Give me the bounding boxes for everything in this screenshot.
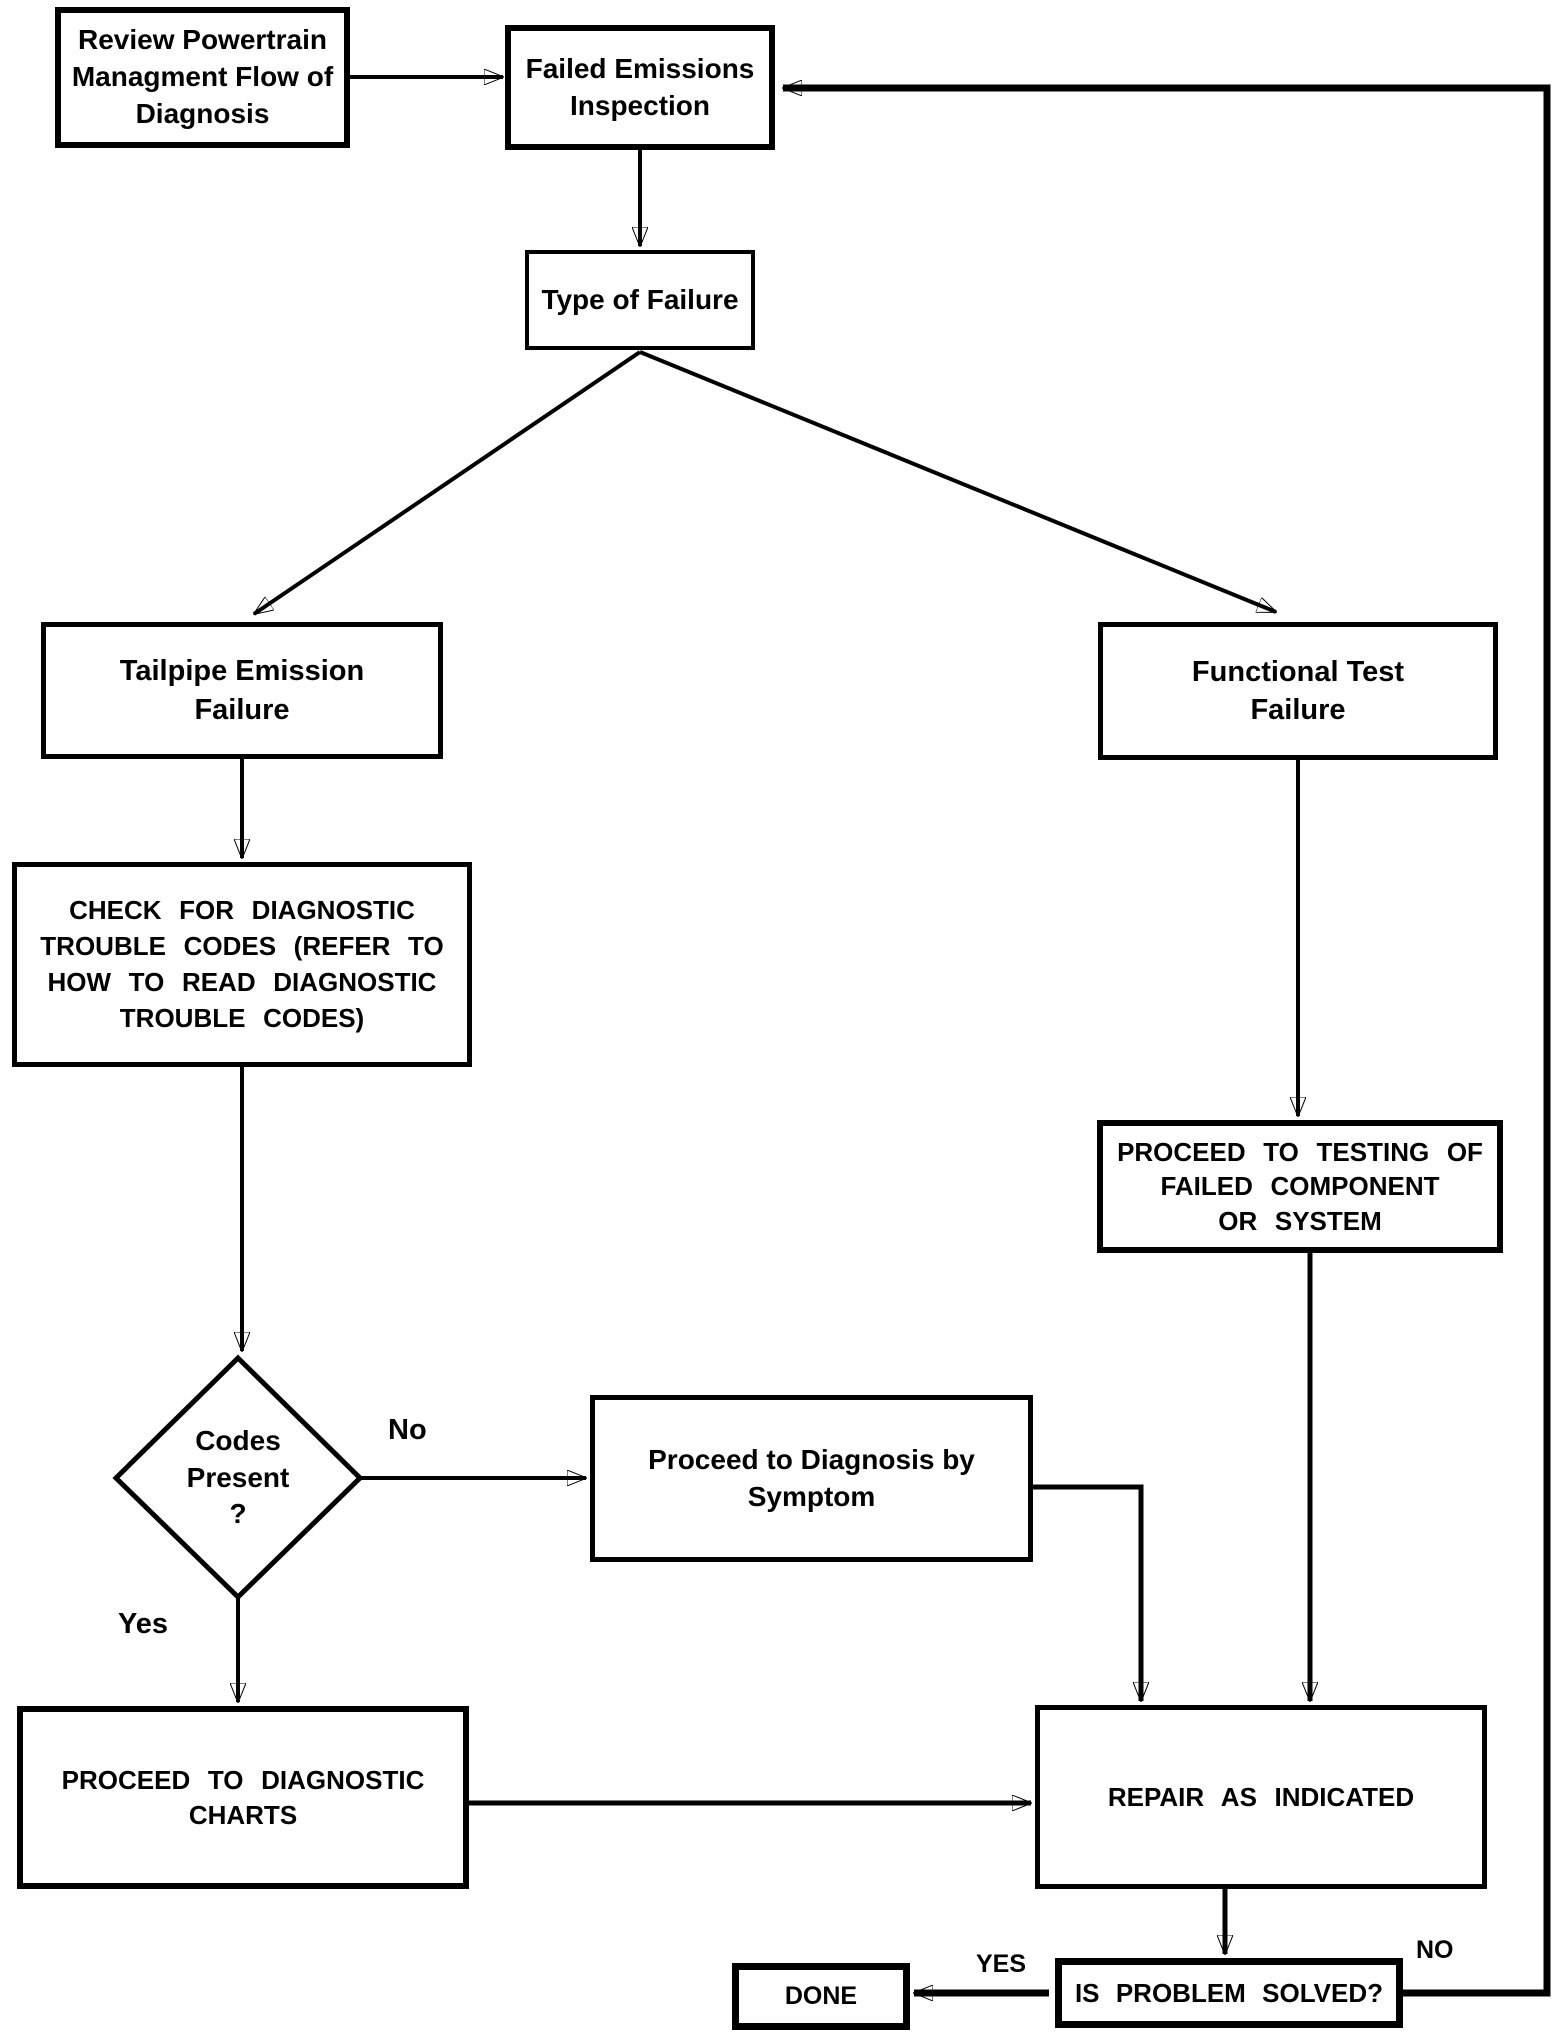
edge-label-solved-no: NO [1416, 1936, 1454, 1964]
node-tailpipe-emission-failure: Tailpipe Emission Failure [41, 622, 443, 759]
node-functional-test-failure: Functional Test Failure [1098, 622, 1498, 760]
node-check-for-diagnostic-trouble-codes: CHECK FOR DIAGNOSTIC TROUBLE CODES (REFE… [12, 862, 472, 1067]
edge-label-solved-yes: YES [976, 1950, 1027, 1978]
node-proceed-to-diagnostic-charts: PROCEED TO DIAGNOSTIC CHARTS [17, 1706, 469, 1889]
arrow-symptom-to-repair [1033, 1484, 1141, 1701]
arrow-type-to-tailpipe [254, 350, 642, 616]
node-codes-present-decision: Codes Present ? [186, 1425, 290, 1530]
node-repair-as-indicated: REPAIR AS INDICATED [1035, 1705, 1487, 1889]
arrow-type-to-functional [639, 350, 1276, 614]
decision-diamond-shape [112, 1354, 364, 1601]
arrow-problem-solved-no-loop [783, 88, 1551, 1997]
node-is-problem-solved: IS PROBLEM SOLVED? [1055, 1958, 1403, 2028]
node-type-of-failure: Type of Failure [525, 250, 755, 350]
node-failed-emissions-inspection: Failed Emissions Inspection [505, 25, 775, 150]
edge-label-no: No [388, 1414, 427, 1446]
node-proceed-to-testing: PROCEED TO TESTING OF FAILED COMPONENT O… [1097, 1120, 1503, 1253]
edge-label-yes: Yes [118, 1608, 168, 1640]
node-done: DONE [732, 1963, 910, 2030]
node-review-powertrain: Review Powertrain Managment Flow of Diag… [55, 7, 350, 148]
node-diagnosis-by-symptom: Proceed to Diagnosis by Symptom [590, 1395, 1033, 1562]
